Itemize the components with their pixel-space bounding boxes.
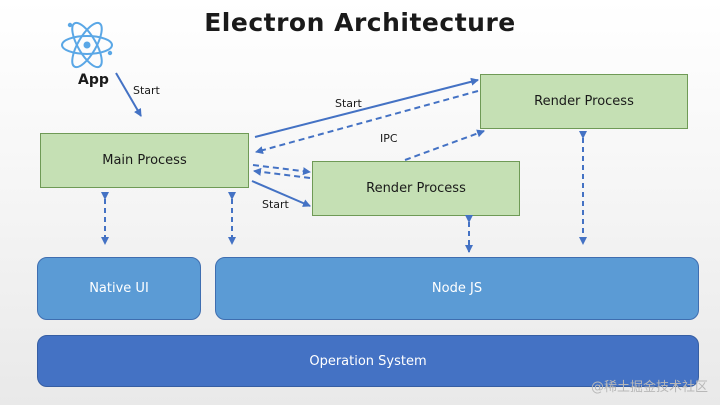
render-mid-to-main-dashed-arrow	[253, 167, 311, 179]
ipc-label: IPC	[380, 132, 398, 145]
render-top-to-main-ipc-arrow	[255, 90, 479, 155]
main-process-node: Main Process	[40, 133, 249, 188]
operation-system-layer: Operation System	[37, 335, 699, 387]
main-to-render-mid-dashed-arrow	[252, 164, 311, 176]
main-to-render-top-arrow	[254, 77, 479, 138]
app-start-label: Start	[133, 84, 161, 97]
app-start-arrow	[115, 72, 142, 117]
main-to-render-top-label: Start	[335, 97, 363, 110]
render-process-mid-node: Render Process	[312, 161, 520, 216]
main-to-render-mid-label: Start	[262, 198, 290, 211]
main-to-render-mid-arrow	[251, 180, 311, 207]
native-ui-layer: Native UI	[37, 257, 201, 320]
render-process-top-node: Render Process	[480, 74, 688, 129]
electron-atom-icon	[61, 21, 113, 69]
app-label: App	[78, 72, 109, 88]
diagram-title: Electron Architecture	[204, 8, 516, 37]
node-js-layer: Node JS	[215, 257, 699, 320]
watermark-text: @稀土掘金技术社区	[590, 380, 708, 395]
render-mid-to-render-top-arrow	[404, 129, 485, 161]
